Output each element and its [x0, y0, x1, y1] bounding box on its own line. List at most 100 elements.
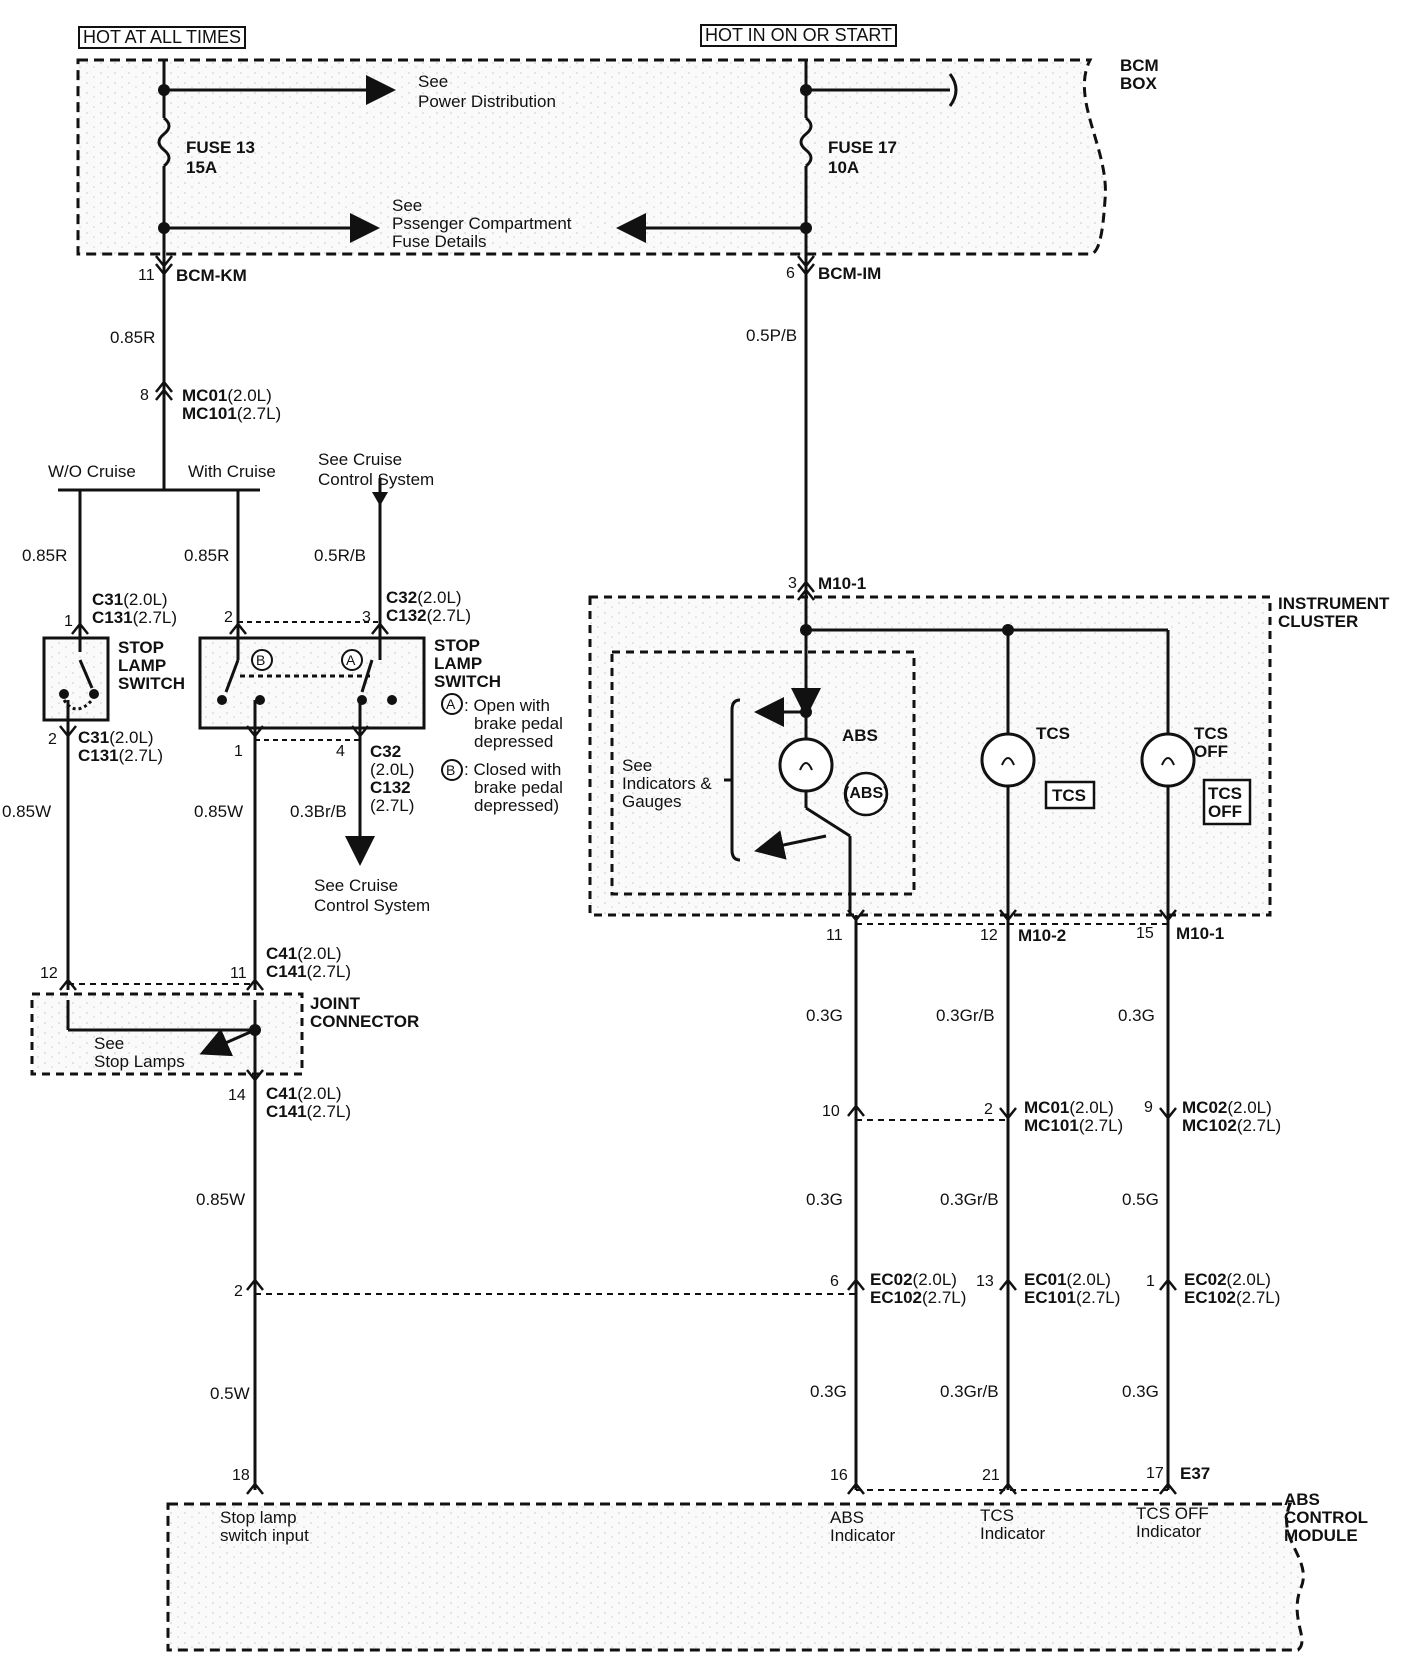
abs-control-module-label-3: MODULE [1284, 1526, 1358, 1545]
pin-c41-11: 11 [230, 965, 247, 982]
pin-bcm-im: 6 [786, 265, 795, 282]
bcm-box-label-2: BOX [1120, 74, 1157, 93]
connector-c32-bot-sfx: (2.0L) [370, 760, 415, 779]
tcs-off-symbol-text-2: OFF [1208, 802, 1242, 821]
tcs-off-lamp-icon [1140, 732, 1196, 788]
mark-b: B [256, 652, 266, 668]
see-indicators-3: Gauges [622, 792, 682, 811]
abs-indicator-label: ABS [830, 1508, 865, 1527]
with-cruise-label: With Cruise [188, 462, 276, 481]
connector-c132-bot: C132 [370, 778, 411, 797]
connector-ec102-right: EC102(2.7L) [1184, 1288, 1281, 1307]
pin-ec-13: 13 [976, 1273, 994, 1290]
see-cruise-bottom-2: Control System [314, 896, 431, 915]
pin-bcm-km: 11 [138, 267, 155, 284]
note-b-mark-icon [441, 759, 463, 781]
pin-m101-3: 3 [788, 575, 797, 592]
wire-085w-mid: 0.85W [194, 802, 244, 821]
wire-085w-low: 0.85W [196, 1190, 246, 1209]
pin-m-15: 15 [1136, 925, 1154, 942]
tcs-symbol-text: TCS [1052, 786, 1086, 805]
joint-connector-label: JOINT [310, 994, 361, 1013]
connector-c141-bot: C141(2.7L) [266, 1102, 352, 1121]
wire-05g: 0.5G [1122, 1190, 1159, 1209]
wire-03brb: 0.3Br/B [290, 802, 347, 821]
abs-lamp-icon [778, 737, 834, 793]
connector-c31: C31(2.0L) [92, 590, 168, 609]
wire-085r-wo: 0.85R [22, 546, 68, 565]
see-stop-lamps: See [94, 1034, 125, 1053]
tcs-symbol-icon [1044, 780, 1096, 810]
pin-ec-6: 6 [830, 1273, 839, 1290]
instrument-cluster-label-2: CLUSTER [1278, 612, 1359, 631]
wire-03g-a: 0.3G [806, 1006, 843, 1025]
connector-bcm-im: BCM-IM [818, 264, 882, 283]
abs-symbol-icon [843, 771, 889, 817]
pin-mc-10: 10 [822, 1103, 840, 1120]
pin-c32-bot-4: 4 [336, 743, 345, 760]
stop-lamp-switch-input: Stop lamp [220, 1508, 297, 1527]
tcs-off-indicator-label-2: Indicator [1136, 1522, 1202, 1541]
see-indicators-2: Indicators & [622, 774, 712, 793]
pin-m-11: 11 [826, 927, 843, 944]
connector-c141: C141(2.7L) [266, 962, 352, 981]
wire-05w: 0.5W [210, 1384, 250, 1403]
connector-m10-1-bot: M10-1 [1176, 924, 1225, 943]
stop-lamp-switch-1-label-2: LAMP [118, 656, 167, 675]
pin-c41-14: 14 [228, 1087, 246, 1104]
see-passenger-fuse: See [392, 196, 423, 215]
bcm-box-label: BCM [1120, 56, 1159, 75]
fuse13-label: FUSE 13 [186, 138, 255, 157]
mark-a-icon [341, 649, 363, 671]
hot-at-all-times-label: HOT AT ALL TIMES [78, 26, 247, 49]
pin-mc-9: 9 [1144, 1099, 1153, 1116]
stop-lamp-switch-input-2: switch input [220, 1526, 309, 1545]
connector-c41: C41(2.0L) [266, 944, 342, 963]
connector-c31-bot: C31(2.0L) [78, 728, 154, 747]
wire-03g-c: 0.3G [806, 1190, 843, 1209]
stop-lamp-switch-1-label-3: SWITCH [118, 674, 186, 693]
connector-mc102: MC102(2.7L) [1182, 1116, 1282, 1135]
note-a: : Open with [464, 696, 550, 715]
pin-m-12: 12 [980, 927, 998, 944]
wire-03g-e: 0.3G [1122, 1382, 1159, 1401]
pin-mc01: 8 [140, 387, 149, 404]
wire-03g-d: 0.3G [810, 1382, 847, 1401]
connector-c41-bot: C41(2.0L) [266, 1084, 342, 1103]
instrument-cluster-label: INSTRUMENT [1278, 594, 1390, 613]
mark-b-icon [251, 649, 273, 671]
indicators-subbox [610, 650, 916, 896]
see-indicators: See [622, 756, 653, 775]
connector-bcm-km: BCM-KM [176, 266, 247, 285]
pin-c41-12: 12 [40, 965, 58, 982]
connector-mc01: MC01(2.0L) [182, 386, 272, 405]
connector-mc02: MC02(2.0L) [1182, 1098, 1272, 1117]
connector-mc101: MC101(2.7L) [182, 404, 282, 423]
connector-ec02-right: EC02(2.0L) [1184, 1270, 1271, 1289]
tcs-off-symbol-text: TCS [1208, 784, 1242, 803]
connector-c131: C131(2.7L) [92, 608, 178, 627]
connector-mc101-right: MC101(2.7L) [1024, 1116, 1124, 1135]
note-b: : Closed with [464, 760, 562, 779]
connector-ec02: EC02(2.0L) [870, 1270, 957, 1289]
pin-c32-3: 3 [362, 609, 371, 626]
pin-c32-2: 2 [224, 609, 233, 626]
wire-03g-b: 0.3G [1118, 1006, 1155, 1025]
wire-03grb-a: 0.3Gr/B [936, 1006, 995, 1025]
connector-c132-bot-sfx: (2.7L) [370, 796, 415, 815]
tcs-lamp-label: TCS [1036, 724, 1070, 743]
pin-e37-17: 17 [1146, 1465, 1164, 1482]
note-b-mark: B [446, 762, 456, 778]
connector-c131-bot: C131(2.7L) [78, 746, 164, 765]
wire-05pb: 0.5P/B [746, 326, 798, 345]
stop-lamp-switch-1-box [42, 636, 110, 722]
pin-ec-2: 2 [234, 1283, 243, 1300]
tcs-off-lamp-label-2: OFF [1194, 742, 1228, 761]
wire-085r-top: 0.85R [110, 328, 156, 347]
joint-connector-label-2: CONNECTOR [310, 1012, 420, 1031]
abs-control-module-label-2: CONTROL [1284, 1508, 1369, 1527]
stop-lamp-switch-2-label: STOP [434, 636, 480, 655]
abs-control-module-label: ABS [1284, 1490, 1320, 1509]
pin-e37-16: 16 [830, 1467, 848, 1484]
